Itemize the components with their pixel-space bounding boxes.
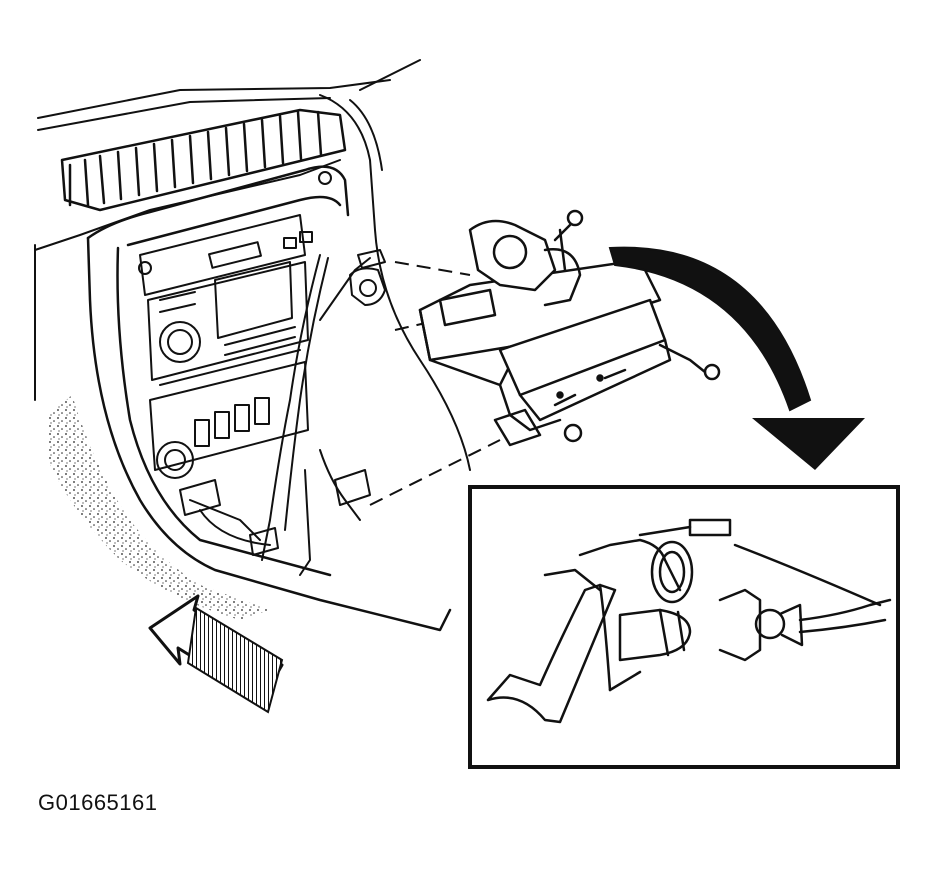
detail-inset bbox=[468, 485, 900, 769]
removed-module bbox=[418, 209, 721, 447]
radio-unit bbox=[138, 171, 332, 381]
curved-arrow-icon bbox=[608, 246, 865, 470]
front-direction-arrow-icon bbox=[148, 594, 284, 714]
dash-contour bbox=[319, 59, 471, 471]
center-stack-bezel bbox=[86, 165, 452, 632]
stippled-knee-panel bbox=[48, 395, 270, 620]
figure-id-label: G01665161 bbox=[38, 790, 158, 815]
climate-control bbox=[149, 349, 309, 479]
dashboard-top bbox=[34, 79, 391, 401]
dash-connectors bbox=[179, 249, 386, 556]
vent-grille bbox=[60, 108, 347, 212]
